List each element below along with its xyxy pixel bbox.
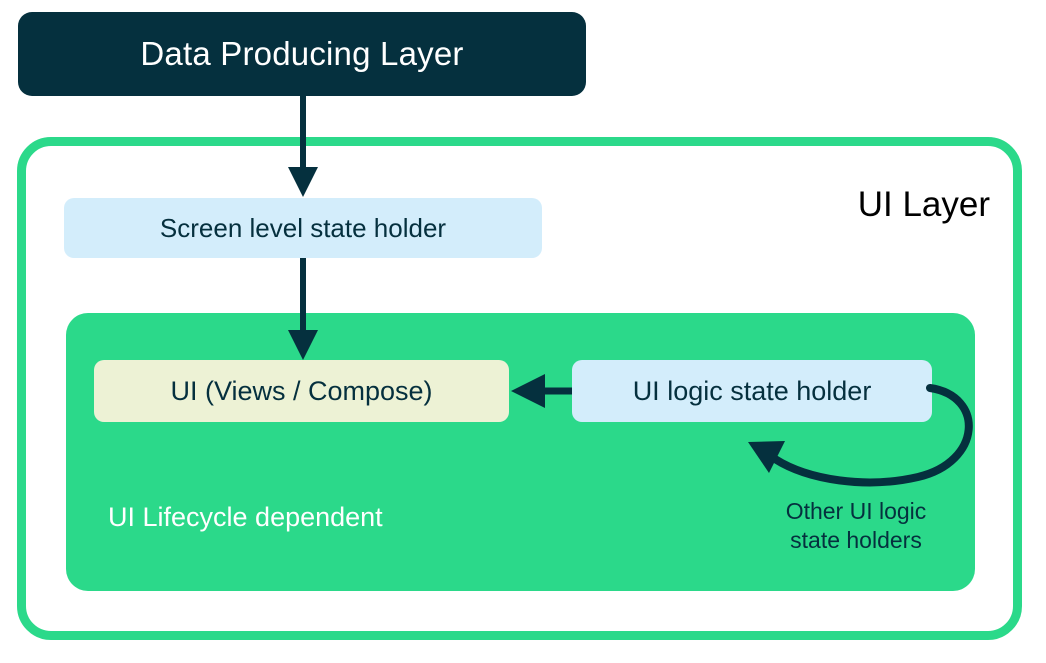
- ui-logic-state-holder-box: UI logic state holder: [572, 360, 932, 422]
- other-holders-caption-line1: Other UI logic: [785, 498, 927, 524]
- ui-layer-title: UI Layer: [857, 185, 990, 224]
- other-holders-caption-line2: state holders: [790, 526, 922, 553]
- data-producing-layer-box: Data Producing Layer: [18, 12, 586, 96]
- screen-level-state-holder-label: Screen level state holder: [159, 212, 447, 243]
- ui-views-compose-label: UI (Views / Compose): [170, 375, 433, 406]
- ui-logic-state-holder-label: UI logic state holder: [632, 375, 872, 406]
- ui-views-compose-box: UI (Views / Compose): [94, 360, 509, 422]
- screen-level-state-holder-box: Screen level state holder: [64, 198, 542, 258]
- other-ui-logic-state-holders-caption: Other UI logic state holders: [756, 497, 956, 555]
- data-producing-layer-label: Data Producing Layer: [140, 35, 464, 72]
- ui-lifecycle-dependent-label: UI Lifecycle dependent: [108, 502, 383, 532]
